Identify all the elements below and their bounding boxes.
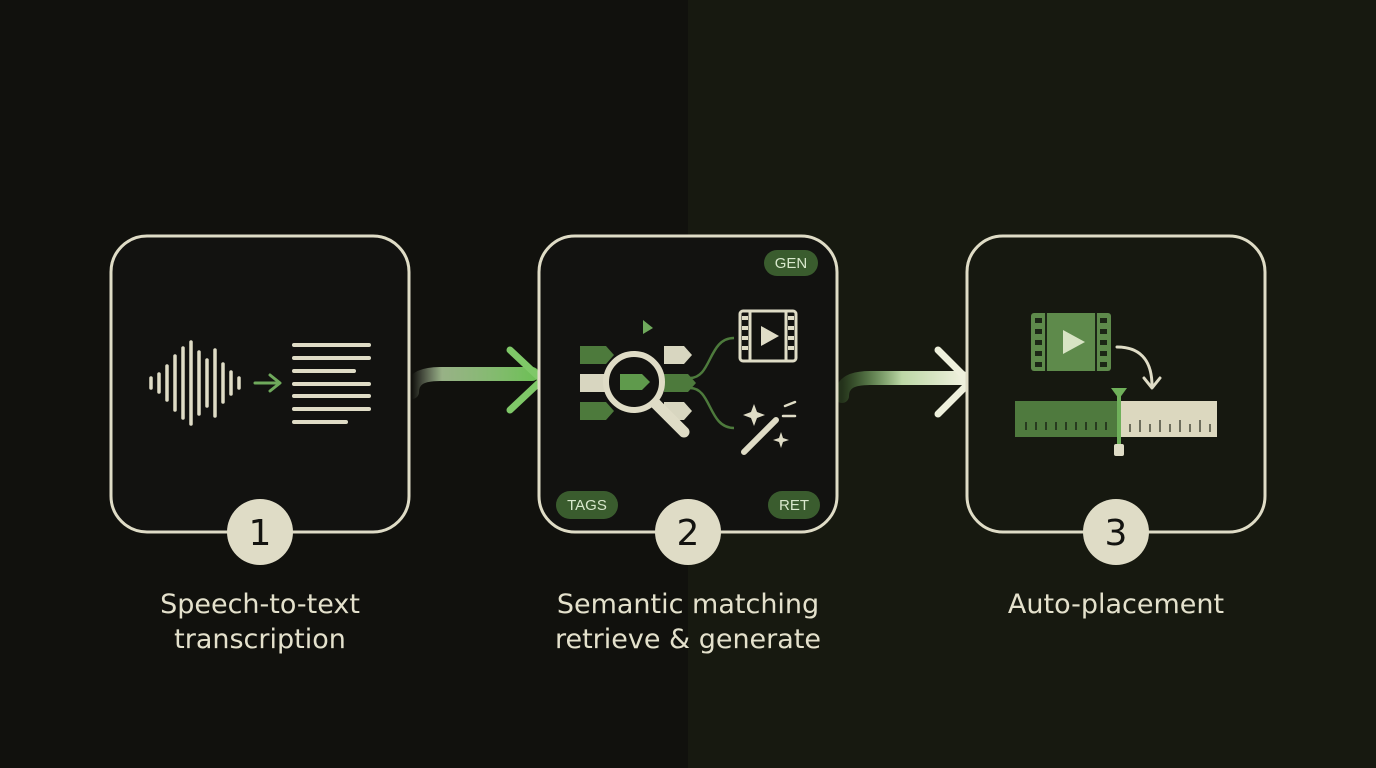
tag-ret: RET — [768, 491, 820, 519]
step-2-box: GEN TAGS RET — [537, 234, 839, 534]
step-1-number-badge: 1 — [227, 499, 293, 565]
step-1-number: 1 — [249, 513, 272, 554]
arrow-right-icon — [253, 373, 282, 393]
playhead-icon — [1111, 388, 1127, 456]
magnifier-icon — [603, 351, 690, 438]
flow-arrow-1-to-2 — [405, 346, 546, 414]
step-2-title-line-1: Semantic matching — [556, 589, 820, 620]
step-3-title: Auto-placement — [946, 587, 1286, 622]
tag-ret-label: RET — [779, 497, 809, 514]
magic-wand-icon — [741, 400, 797, 455]
step-3-title-line-1: Auto-placement — [1007, 589, 1225, 620]
step-3-number-badge: 3 — [1083, 499, 1149, 565]
curved-arrow-icon — [1115, 345, 1162, 390]
tag-tags: TAGS — [556, 491, 618, 519]
step-2-title-line-2: retrieve & generate — [554, 624, 822, 655]
step-2-number-badge: 2 — [655, 499, 721, 565]
tag-tags-label: TAGS — [567, 497, 607, 514]
branch-connectors — [689, 336, 735, 430]
film-frame-icon — [1031, 313, 1111, 371]
step-3-box — [965, 234, 1267, 534]
timeline-icon — [1015, 401, 1217, 437]
tag-gen: GEN — [764, 250, 818, 276]
text-lines-icon — [292, 343, 371, 424]
step-2-number: 2 — [677, 513, 700, 554]
step-3-number: 3 — [1105, 513, 1128, 554]
waveform-icon — [149, 340, 241, 426]
tag-gen-label: GEN — [775, 255, 808, 272]
film-frame-icon — [738, 309, 798, 363]
step-1-title-line-2: transcription — [174, 624, 346, 655]
step-1-title-line-1: Speech-to-text — [160, 589, 360, 620]
step-2-title: Semantic matching retrieve & generate — [518, 587, 858, 657]
step-1-title: Speech-to-text transcription — [90, 587, 430, 657]
flow-arrow-2-to-3 — [835, 346, 974, 418]
step-1-box — [109, 234, 411, 534]
